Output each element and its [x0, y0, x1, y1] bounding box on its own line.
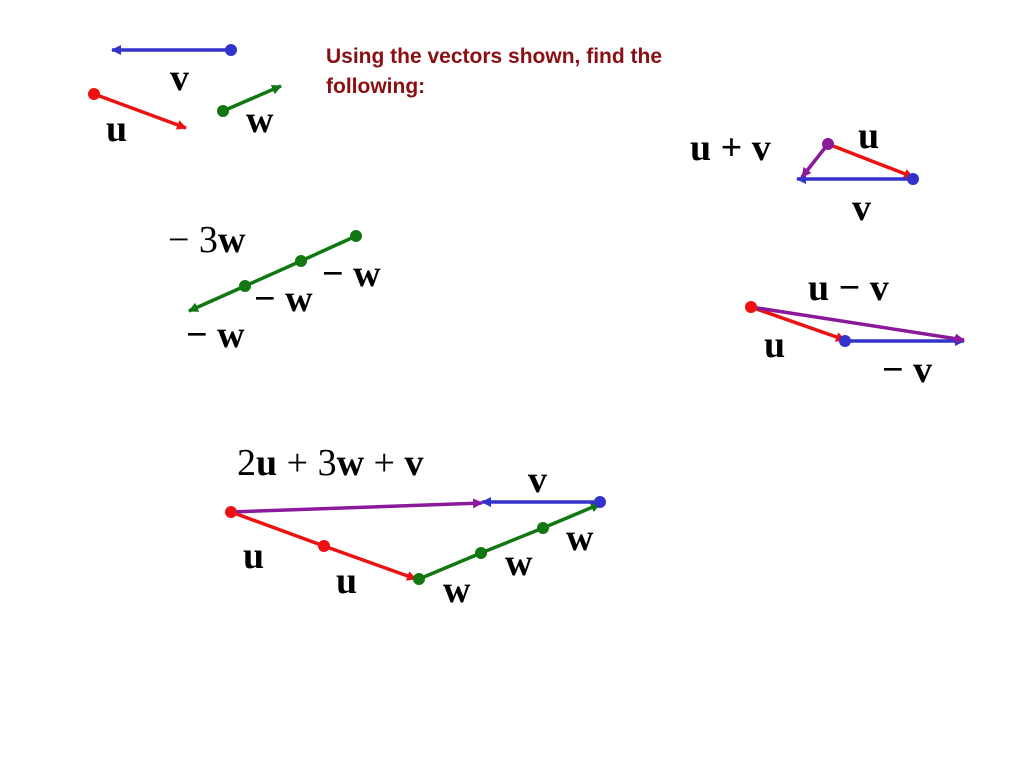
u-plus-v-result	[800, 142, 830, 179]
label-v: v	[170, 57, 189, 99]
vector-v-tail	[225, 44, 237, 56]
combo-label-w-1: w	[443, 569, 471, 611]
combo-label-w-3: w	[566, 517, 594, 559]
label-u: u	[106, 108, 127, 150]
u-minus-v-result	[750, 305, 965, 344]
combo-origin	[225, 506, 237, 518]
expression-neg-3w: − 3w	[168, 219, 246, 261]
neg-w-point-1	[350, 230, 362, 242]
u-plus-v-construction: u + v u v	[690, 115, 919, 229]
vector-w-tail	[217, 105, 229, 117]
expression-2u-plus-3w-plus-v: 2u + 3w + v	[237, 442, 423, 484]
combo-result	[230, 498, 483, 514]
label-neg-w-1: − w	[322, 253, 381, 295]
combo-construction: 2u + 3w + v u u w w w v	[225, 442, 606, 611]
combo-w-3	[542, 502, 601, 530]
u-minus-v-construction: u − v u − v	[745, 267, 965, 391]
combo-w-joint-2	[537, 522, 549, 534]
u-plus-v-joint	[907, 173, 919, 185]
expression-u-plus-v: u + v	[690, 127, 771, 169]
u-minus-v-label-neg-v: − v	[882, 349, 932, 391]
label-neg-w-2: − w	[254, 278, 313, 320]
u-minus-v-u	[750, 305, 846, 342]
u-minus-v-origin	[745, 301, 757, 313]
vector-u	[93, 92, 187, 130]
u-plus-v-u	[827, 142, 914, 179]
combo-v-tail	[594, 496, 606, 508]
combo-w-1	[418, 551, 482, 581]
neg-3w-construction: − 3w − w − w − w	[168, 219, 381, 356]
combo-label-v: v	[528, 459, 547, 501]
neg-w-point-3	[239, 280, 251, 292]
combo-label-u-2: u	[336, 560, 357, 602]
neg-w-segment-1	[300, 234, 357, 263]
combo-w-joint-1	[475, 547, 487, 559]
combo-label-u-1: u	[243, 535, 264, 577]
label-neg-w-3: − w	[186, 314, 245, 356]
u-minus-v-label-u: u	[764, 324, 785, 366]
expression-u-minus-v: u − v	[808, 267, 889, 309]
u-plus-v-label-v: v	[852, 187, 871, 229]
combo-u-joint	[318, 540, 330, 552]
label-w: w	[246, 99, 274, 141]
u-plus-v-origin	[822, 138, 834, 150]
combo-label-w-2: w	[505, 542, 533, 584]
u-minus-v-joint	[839, 335, 851, 347]
vector-w	[222, 84, 282, 113]
neg-w-point-2	[295, 255, 307, 267]
combo-w-start	[413, 573, 425, 585]
combo-u-1	[230, 510, 325, 548]
combo-u-2	[323, 544, 417, 581]
combo-w-2	[480, 526, 544, 555]
neg-w-segment-2	[244, 259, 302, 288]
given-vectors: v u w	[88, 44, 282, 150]
vector-u-tail	[88, 88, 100, 100]
problem-prompt: Using the vectors shown, find the follow…	[326, 45, 663, 98]
neg-w-segment-3	[188, 284, 246, 313]
u-plus-v-label-u: u	[858, 115, 879, 157]
